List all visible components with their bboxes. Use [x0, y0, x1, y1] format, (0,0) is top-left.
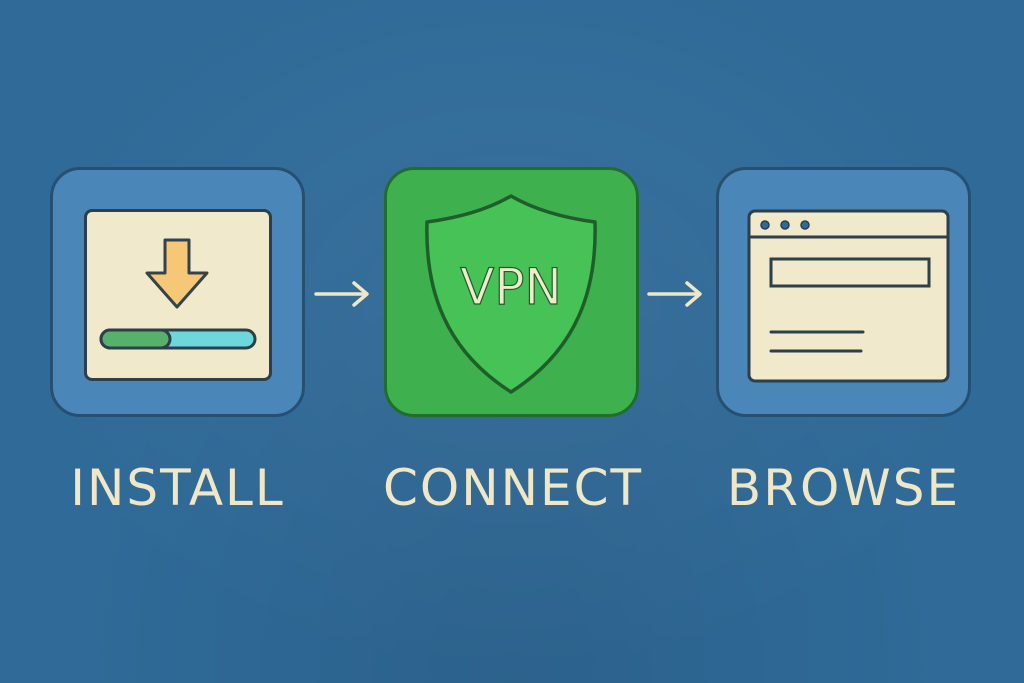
browse-tile: [716, 167, 971, 417]
download-icon: [145, 238, 209, 309]
install-graphic: [99, 238, 257, 350]
window-dot-icon: [780, 220, 790, 230]
connect-label: CONNECT: [382, 459, 644, 517]
progress-fill: [99, 328, 172, 350]
arrow-right-icon: [647, 281, 702, 307]
connect-tile: VPN: [384, 167, 639, 417]
address-bar-shape: [769, 257, 931, 288]
window-dot-icon: [760, 220, 770, 230]
install-panel: [84, 209, 272, 381]
vpn-shield-icon: VPN: [425, 194, 597, 394]
browse-label: BROWSE: [726, 459, 961, 517]
browser-window-icon: [747, 209, 950, 383]
vpn-badge-text: VPN: [460, 258, 562, 316]
window-dot-icon: [800, 220, 810, 230]
install-label: INSTALL: [70, 459, 285, 517]
arrow-right-icon: [314, 281, 369, 307]
install-tile: [50, 167, 305, 417]
